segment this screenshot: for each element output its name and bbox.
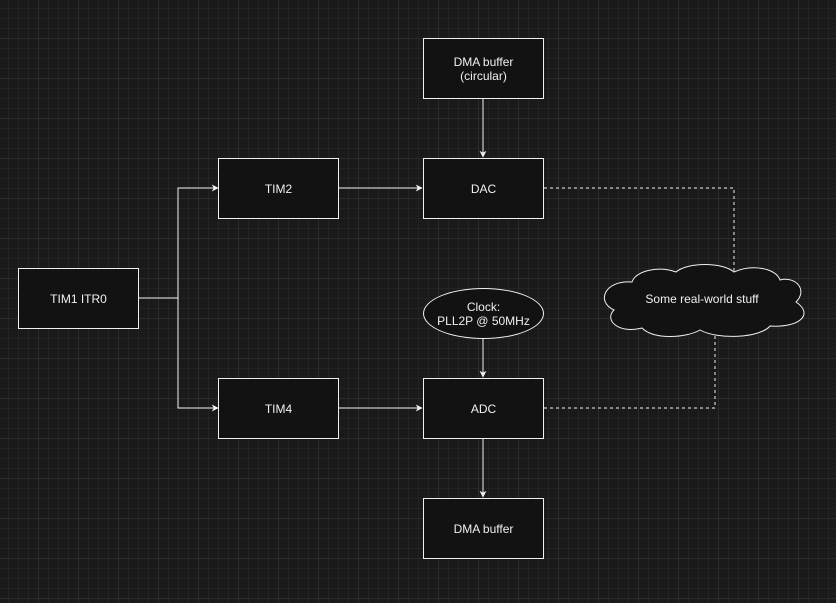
dac-label: DAC: [470, 181, 497, 196]
cloud-shape[interactable]: [603, 264, 805, 337]
tim4-label: TIM4: [264, 401, 293, 416]
edge-tim1-tim2[interactable]: [138, 184, 219, 299]
clock-ellipse[interactable]: Clock: PLL2P @ 50MHz: [423, 288, 544, 339]
real-world-cloud-label-box: Some real-world stuff: [612, 286, 792, 312]
dma-buffer-label: DMA buffer: [453, 521, 514, 536]
dma-buffer-circular-label: DMA buffer (circular): [453, 54, 514, 83]
dac-block[interactable]: DAC: [423, 158, 544, 219]
edge-adc-cloud[interactable]: [544, 334, 716, 409]
tim2-block[interactable]: TIM2: [218, 158, 339, 219]
adc-label: ADC: [470, 401, 497, 416]
tim4-block[interactable]: TIM4: [218, 378, 339, 439]
tim2-label: TIM2: [264, 181, 293, 196]
edge-dac-cloud[interactable]: [544, 187, 735, 276]
tim1-itr0-label: TIM1 ITR0: [50, 291, 107, 306]
real-world-cloud-label: Some real-world stuff: [645, 292, 759, 306]
adc-block[interactable]: ADC: [423, 378, 544, 439]
tim1-itr0-block[interactable]: TIM1 ITR0: [18, 268, 139, 329]
dma-buffer-block[interactable]: DMA buffer: [423, 498, 544, 559]
dma-buffer-circular-block[interactable]: DMA buffer (circular): [423, 38, 544, 99]
edge-tim1-tim4[interactable]: [138, 297, 219, 412]
clock-label: Clock: PLL2P @ 50MHz: [437, 299, 530, 328]
